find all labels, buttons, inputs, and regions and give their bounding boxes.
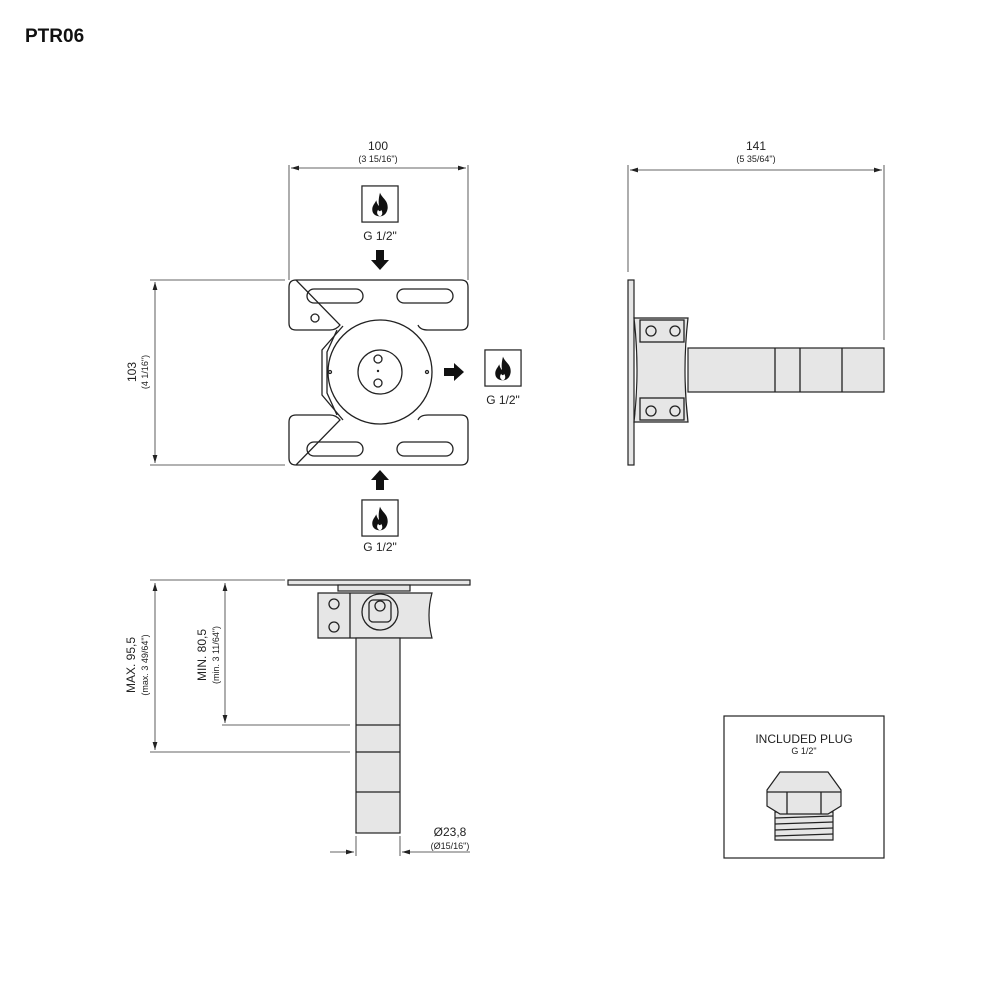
flame-icon xyxy=(361,185,399,223)
bottom-view: MAX. 95,5 (max. 3 49/64") MIN. 80,5 (min… xyxy=(124,579,471,856)
min-depth-inches: (min. 3 11/64") xyxy=(211,626,221,684)
length-dimension-inches: (5 35/64") xyxy=(736,154,775,164)
product-code: PTR06 xyxy=(25,26,85,47)
arrow-up-icon xyxy=(371,470,389,490)
diameter-dimension: Ø23,8 xyxy=(434,825,467,839)
side-view: 141 (5 35/64") xyxy=(627,139,885,466)
diameter-inches: (Ø15/16") xyxy=(431,841,470,851)
flame-icon xyxy=(484,349,522,387)
arrow-right-icon xyxy=(444,363,464,381)
min-depth-dimension: MIN. 80,5 xyxy=(195,629,209,681)
arrow-down-icon xyxy=(371,250,389,270)
inlet-bottom-label: G 1/2" xyxy=(363,540,397,554)
included-plug-box: INCLUDED PLUG G 1/2" xyxy=(723,715,885,859)
width-dimension: 100 xyxy=(368,139,388,153)
height-dimension-inches: (4 1/16") xyxy=(140,355,150,389)
flame-icon xyxy=(361,499,399,537)
inlet-top-label: G 1/2" xyxy=(363,229,397,243)
front-view: 100 (3 15/16") 103 (4 1/16") G 1/2" G 1/… xyxy=(125,139,522,554)
height-dimension: 103 xyxy=(125,362,139,382)
plug-title: INCLUDED PLUG xyxy=(755,732,852,746)
plug-icon xyxy=(766,771,842,841)
length-dimension: 141 xyxy=(746,139,766,153)
max-depth-inches: (max. 3 49/64") xyxy=(140,634,150,695)
width-dimension-inches: (3 15/16") xyxy=(358,154,397,164)
outlet-right-label: G 1/2" xyxy=(486,393,520,407)
plug-subtitle: G 1/2" xyxy=(791,746,816,756)
max-depth-dimension: MAX. 95,5 xyxy=(124,637,138,693)
